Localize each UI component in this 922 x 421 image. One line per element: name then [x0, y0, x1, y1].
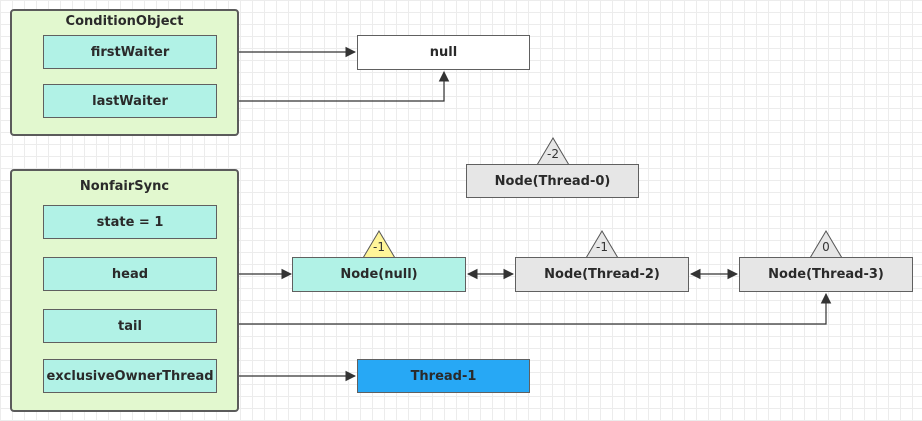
nonfair-sync-title: NonfairSync — [79, 179, 170, 194]
thread1-box: Thread-1 — [357, 359, 530, 393]
node-null: Node(null) — [292, 257, 466, 292]
node-thread2: Node(Thread-2) — [515, 257, 689, 292]
thread3-wait-status: 0 — [822, 240, 830, 254]
head-field: head — [43, 257, 217, 291]
tail-link — [217, 292, 832, 330]
state-field: state = 1 — [43, 205, 217, 239]
node-thread3: Node(Thread-3) — [739, 257, 913, 292]
tail-field: tail — [43, 309, 217, 343]
thread2-wait-status: -1 — [596, 240, 608, 254]
exclusive-owner-thread-field: exclusiveOwnerThread — [43, 359, 217, 393]
null-box: null — [357, 35, 530, 70]
last-waiter-field: lastWaiter — [43, 84, 217, 118]
node-thread0: Node(Thread-0) — [466, 164, 639, 198]
condition-object-title: ConditionObject — [65, 14, 184, 29]
null-node-wait-status: -1 — [373, 240, 385, 254]
last-waiter-arrow — [217, 70, 450, 102]
thread0-wait-status: -2 — [547, 147, 559, 161]
first-waiter-field: firstWaiter — [43, 35, 217, 69]
